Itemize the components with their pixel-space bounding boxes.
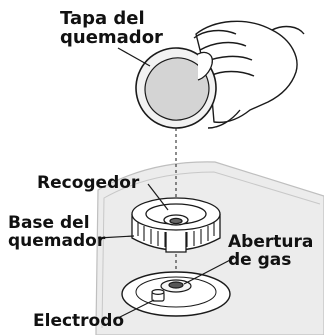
electrode — [151, 289, 165, 302]
spreader-label: Recogedor — [37, 173, 140, 193]
burner-cap-label: Tapa del quemador — [60, 8, 163, 49]
burner-base — [131, 197, 221, 253]
electrode-leader-line — [117, 299, 155, 319]
burner-cap — [135, 47, 217, 129]
spreader-leader-line — [147, 183, 169, 211]
hand-thumb — [197, 51, 213, 81]
gas-opening-label: Abertura de gas — [228, 232, 314, 271]
cooktop-edge — [101, 171, 321, 329]
gas-leader-line — [183, 257, 235, 285]
base-leader-line — [97, 235, 135, 239]
burner-base-label: Base del quemador — [8, 213, 106, 252]
electrode-label: Electrodo — [33, 311, 125, 331]
gas-opening-ring — [121, 271, 231, 317]
cap-leader-line — [117, 47, 151, 67]
hand-outline — [193, 20, 305, 129]
